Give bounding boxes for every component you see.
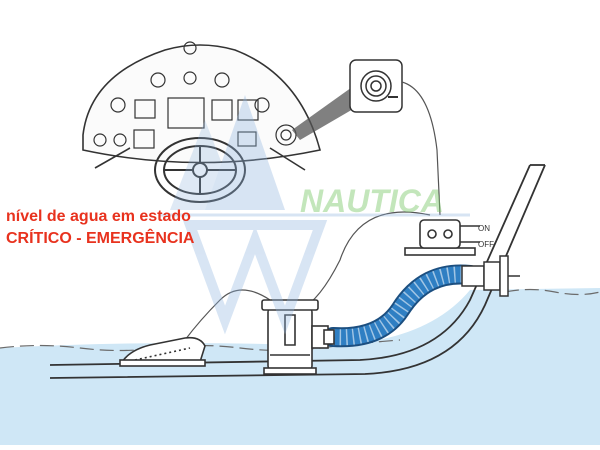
warning-line-2: CRÍTICO - EMERGÊNCIA bbox=[6, 230, 195, 247]
wires bbox=[184, 81, 441, 341]
float-switch bbox=[404, 219, 480, 256]
dashboard-panel bbox=[82, 41, 321, 171]
water-level-sensor bbox=[119, 336, 206, 367]
steering-wheel bbox=[154, 137, 246, 203]
warning-line-1: nível de agua em estado bbox=[6, 208, 191, 225]
discharge-hose bbox=[323, 264, 480, 348]
watermark-brand: NAUTICA bbox=[300, 183, 444, 219]
alarm-beam bbox=[292, 85, 360, 140]
switch-on-label: ON bbox=[478, 224, 490, 233]
alarm-panel bbox=[349, 59, 403, 113]
nautica-watermark bbox=[160, 95, 470, 335]
switch-off-label: OFF bbox=[478, 240, 494, 249]
bilge-pump bbox=[261, 299, 335, 375]
boat-hull bbox=[49, 164, 546, 379]
thru-hull-fitting bbox=[461, 255, 520, 297]
